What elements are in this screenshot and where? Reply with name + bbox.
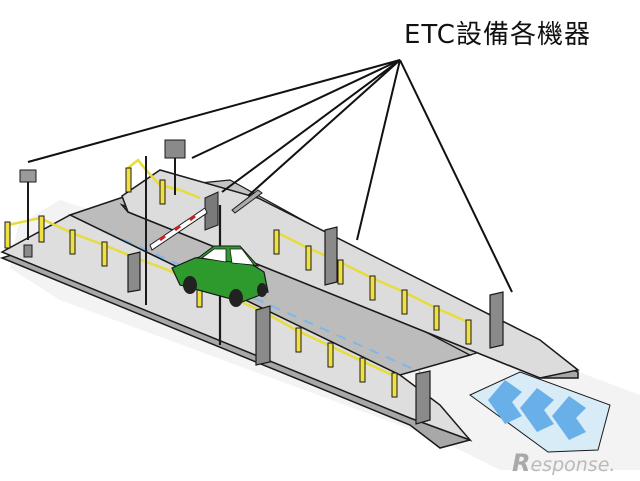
diagram-title: ETC設備各機器 [404,20,591,50]
back-guard-rope [125,158,472,345]
crossing-stripe-2 [520,388,554,432]
roadside-units [127,226,504,425]
roadside-display [164,139,186,195]
watermark-logo-letter: R [512,449,531,477]
vehicle-car [171,245,269,307]
camera-pole-left [19,169,37,258]
barrier-gate [149,191,219,251]
front-island-top [0,214,473,442]
watermark-text: esponse. [530,454,616,476]
crossing-stripe-1 [488,380,522,424]
callout-lines [27,59,513,293]
response-watermark: Response. [512,449,615,477]
crossing-stripe-3 [552,396,586,440]
back-island-top [121,169,580,379]
